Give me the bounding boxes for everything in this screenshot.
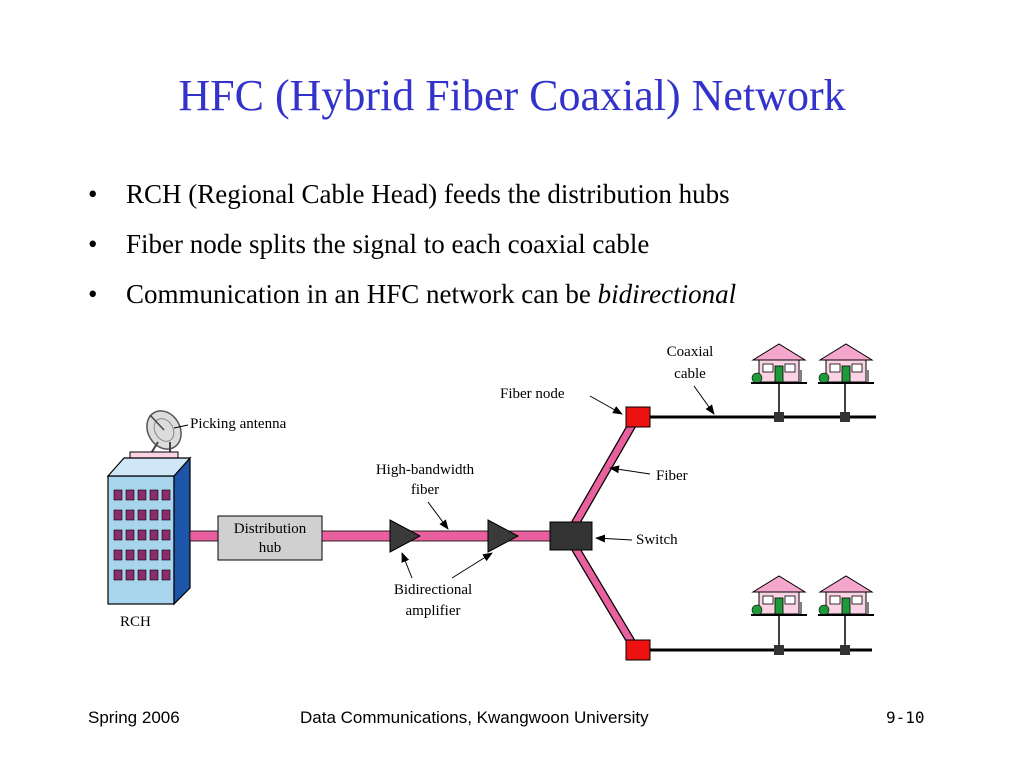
fiber-pointer xyxy=(609,465,651,475)
bidirectional-amplifier-label: amplifier xyxy=(406,603,461,619)
fiber-node-pointer xyxy=(589,395,623,415)
coaxial-cable-pointer xyxy=(693,385,715,415)
distribution-hub-label: hub xyxy=(259,540,282,556)
house-icon xyxy=(750,575,808,617)
fiber-branch-lower xyxy=(565,534,639,652)
footer-page-number: 9-10 xyxy=(886,708,925,727)
rch-label: RCH xyxy=(120,614,151,630)
bidirectional-amplifier-icon xyxy=(487,519,520,553)
amplifier-pointer xyxy=(451,552,493,579)
bullet-marker: • xyxy=(88,279,98,309)
bidirectional-amplifier-label: Bidirectional xyxy=(394,582,472,598)
bullet-item: • Communication in an HFC network can be… xyxy=(88,272,736,322)
picking-antenna-label: Picking antenna xyxy=(190,416,287,432)
bullet-list: • RCH (Regional Cable Head) feeds the di… xyxy=(88,172,736,322)
satellite-dish-icon xyxy=(146,410,182,456)
slide-title: HFC (Hybrid Fiber Coaxial) Network xyxy=(178,71,846,120)
house-icon xyxy=(817,343,875,385)
coaxial-cable-label: cable xyxy=(674,366,706,382)
bullet-item: • RCH (Regional Cable Head) feeds the di… xyxy=(88,172,736,222)
switch-box xyxy=(549,521,593,551)
bullet-marker: • xyxy=(88,229,98,259)
fiber-node-label: Fiber node xyxy=(500,386,565,402)
rch-building-icon xyxy=(106,451,192,606)
hfc-network-diagram: Picking antenna RCH Distribution hub Hig… xyxy=(106,343,876,661)
bullet-text: Communication in an HFC network can be xyxy=(126,279,598,309)
distribution-hub-label: Distribution xyxy=(234,521,307,537)
bullet-emphasis: bidirectional xyxy=(597,279,737,309)
tap xyxy=(774,645,784,655)
bullet-item: • Fiber node splits the signal to each c… xyxy=(88,222,736,272)
bullet-marker: • xyxy=(88,179,98,209)
fiber-label: Fiber xyxy=(656,468,688,484)
high-bandwidth-fiber-label: fiber xyxy=(411,482,439,498)
high-bandwidth-fiber-label: High-bandwidth xyxy=(376,462,475,478)
tap xyxy=(840,645,850,655)
tap xyxy=(840,412,850,422)
switch-label: Switch xyxy=(636,532,678,548)
bullet-text: RCH (Regional Cable Head) feeds the dist… xyxy=(126,179,730,209)
house-icon xyxy=(750,343,808,385)
house-icon xyxy=(817,575,875,617)
bidirectional-amplifier-icon xyxy=(389,519,422,553)
amplifier-pointer xyxy=(401,552,413,579)
footer-date: Spring 2006 xyxy=(88,708,180,727)
switch-pointer xyxy=(595,534,633,543)
fiber-node-upper xyxy=(625,406,651,428)
fiber-branch-upper xyxy=(565,416,639,538)
fiber-link xyxy=(189,530,219,542)
antenna-label-pointer xyxy=(173,424,189,429)
footer-course: Data Communications, Kwangwoon Universit… xyxy=(300,708,649,727)
distribution-hub-box xyxy=(217,515,323,561)
tap xyxy=(774,412,784,422)
high-bandwidth-pointer xyxy=(427,501,449,530)
fiber-node-lower xyxy=(625,639,651,661)
coaxial-cable-label: Coaxial xyxy=(667,344,714,360)
bullet-text: Fiber node splits the signal to each coa… xyxy=(126,229,650,259)
